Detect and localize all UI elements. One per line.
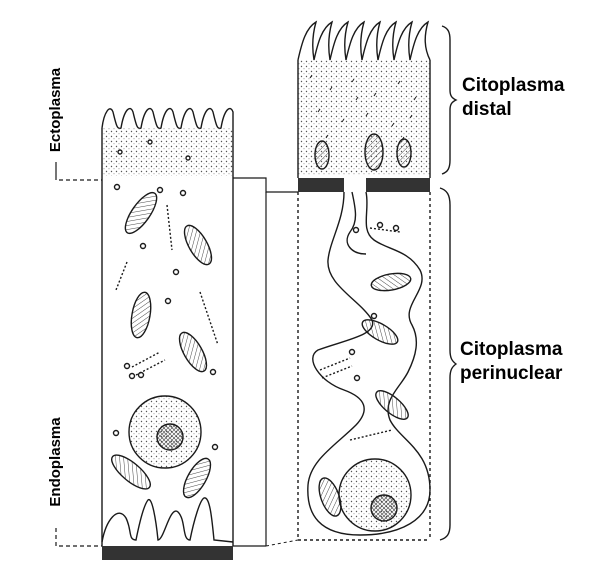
ectoplasma-label: Ectoplasma [47,65,67,155]
bracket-distal [442,26,456,174]
right-vesicles [350,223,399,381]
citoplasma-perinuclear-line1: Citoplasma [460,338,562,362]
left-basal-processes [102,498,233,542]
right-apical-band-left [298,178,344,192]
right-nucleus [339,459,411,531]
left-basal-band [102,546,233,560]
endoplasma-label: Endoplasma [47,417,67,507]
citoplasma-perinuclear-line2: perinuclear [460,362,562,386]
bracket-perinuclear [440,188,456,540]
left-cell [102,109,233,560]
brackets [440,26,456,540]
right-cell [233,22,430,546]
right-microvilli [298,22,430,60]
citoplasma-distal-label: Citoplasma distal [462,74,564,122]
citoplasma-perinuclear-label: Citoplasma perinuclear [460,338,562,386]
left-microvilli [102,109,233,130]
left-nucleus [129,396,201,468]
citoplasma-distal-line2: distal [462,98,564,122]
right-apical-band-right [366,178,430,192]
citoplasma-distal-line1: Citoplasma [462,74,564,98]
